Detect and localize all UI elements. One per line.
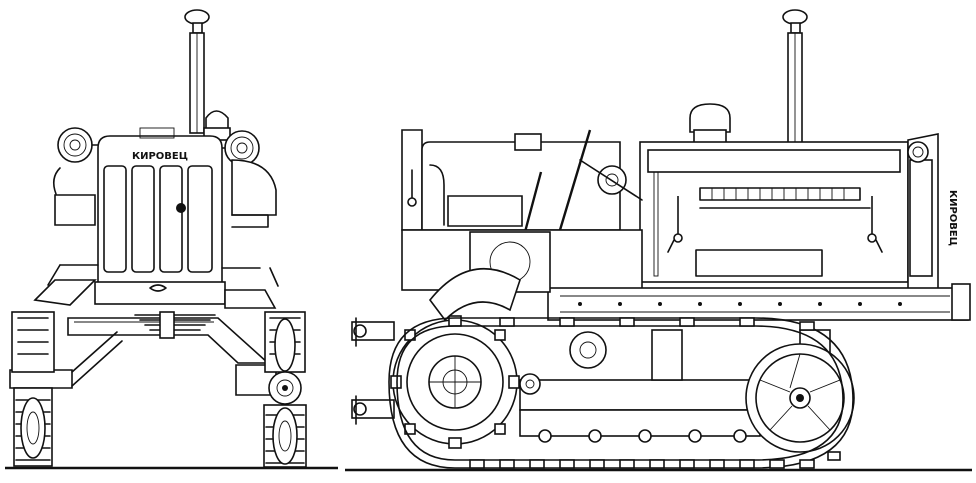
side-gear-lever: [558, 129, 592, 231]
side-frame-rivets: [578, 302, 902, 306]
front-right-housing: [231, 159, 277, 216]
side-track-guard: [428, 267, 521, 322]
front-crank-emblem: [176, 203, 186, 213]
side-air-cleaner: [689, 103, 731, 145]
front-left-tank: [54, 194, 96, 226]
side-hood-louvers: [699, 187, 871, 209]
side-headlight: [907, 141, 929, 163]
side-track-chain: [388, 317, 854, 469]
side-seat-box: [447, 195, 523, 227]
side-cab: [401, 129, 643, 233]
side-track-rollers: [538, 429, 747, 443]
front-exhaust-stack: [184, 9, 210, 134]
side-fuel-cap: [514, 133, 542, 151]
side-carrier-roller: [569, 331, 607, 369]
side-drawbar: [351, 317, 395, 425]
side-hood: [639, 141, 909, 283]
front-grille-badge: КИРОВЕЦ: [132, 151, 188, 162]
front-right-track: [263, 311, 307, 468]
front-leaf-spring: [134, 311, 216, 339]
front-left-track: [11, 311, 55, 467]
side-sprocket: [390, 315, 520, 449]
side-hood-badge: КИРОВЕЦ: [947, 190, 958, 246]
side-sprocket-teeth: [390, 315, 520, 449]
side-view: КИРОВЕЦ: [345, 9, 972, 472]
front-axle-beam: [67, 317, 271, 364]
front-grille: [103, 165, 213, 273]
front-headlight-left: [57, 127, 103, 163]
side-main-frame: [401, 229, 971, 321]
front-frame: [9, 264, 279, 396]
side-hood-latches: [667, 196, 883, 253]
side-radiator: КИРОВЕЦ: [907, 133, 958, 291]
side-exhaust-stack: [782, 9, 808, 144]
front-radiator-shell: КИРОВЕЦ: [94, 127, 226, 305]
side-idler-wheel: [745, 343, 855, 453]
front-view: КИРОВЕЦ: [5, 9, 338, 470]
side-track-grousers: [469, 317, 841, 469]
